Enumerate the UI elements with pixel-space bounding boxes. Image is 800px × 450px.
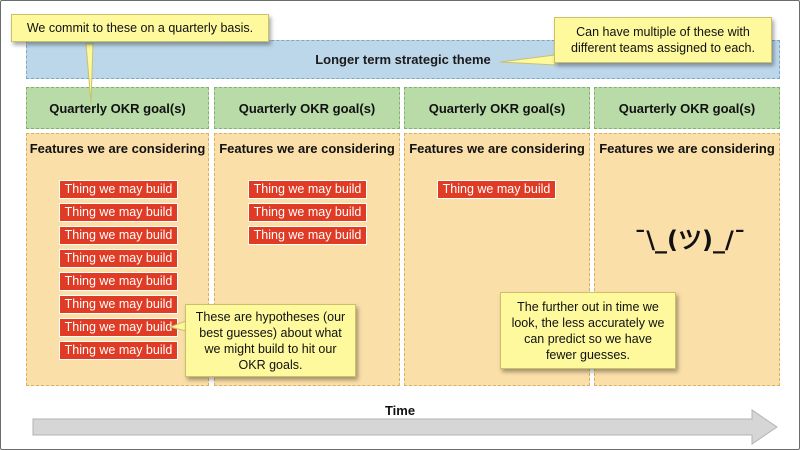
feature-chip: Thing we may build <box>248 203 367 222</box>
feature-chip: Thing we may build <box>437 180 556 199</box>
quarterly-goal-2: Quarterly OKR goal(s) <box>214 87 400 129</box>
hypotheses-note-pointer <box>168 320 187 332</box>
quarterly-note-pointer <box>85 43 94 104</box>
feature-chip: Thing we may build <box>59 180 178 199</box>
features-column-title-2: Features we are considering <box>219 141 395 156</box>
quarterly-commit-note: We commit to these on a quarterly basis. <box>11 14 269 42</box>
feature-chip: Thing we may build <box>59 249 178 268</box>
feature-chip: Thing we may build <box>248 226 367 245</box>
features-column-title-4: Features we are considering <box>599 141 775 156</box>
feature-chip: Thing we may build <box>59 295 178 314</box>
strategic-theme-label: Longer term strategic theme <box>315 52 491 67</box>
features-column-title-1: Features we are considering <box>29 141 206 156</box>
multiple-note-pointer <box>499 54 556 66</box>
further-out-note: The further out in time we look, the les… <box>500 292 676 369</box>
quarterly-goal-1: Quarterly OKR goal(s) <box>26 87 209 129</box>
time-arrow <box>32 409 778 445</box>
quarterly-goal-3: Quarterly OKR goal(s) <box>404 87 590 129</box>
feature-chip: Thing we may build <box>59 341 178 360</box>
feature-chip: Thing we may build <box>59 226 178 245</box>
quarterly-goal-4: Quarterly OKR goal(s) <box>594 87 780 129</box>
shrug-emoticon: ¯\_(ツ)_/¯ <box>634 226 746 254</box>
hypotheses-note: These are hypotheses (our best guesses) … <box>185 304 356 377</box>
multiple-themes-note: Can have multiple of these with differen… <box>554 17 772 63</box>
feature-chip: Thing we may build <box>59 272 178 291</box>
time-axis-label: Time <box>384 403 416 418</box>
feature-chip: Thing we may build <box>248 180 367 199</box>
features-column-title-3: Features we are considering <box>409 141 585 156</box>
feature-chip: Thing we may build <box>59 203 178 222</box>
feature-chip: Thing we may build <box>59 318 178 337</box>
